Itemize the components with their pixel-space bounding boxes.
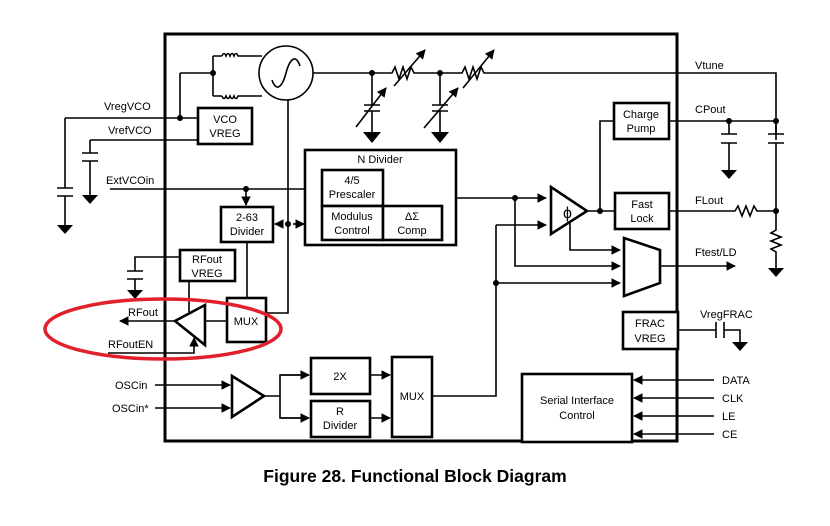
pin-data: DATA xyxy=(722,375,750,387)
pin-le: LE xyxy=(722,411,735,423)
rfout-vreg-block xyxy=(178,248,237,283)
frac-vreg-block xyxy=(621,310,680,351)
pin-vrefvco: VrefVCO xyxy=(108,125,152,137)
phase-detector-icon xyxy=(549,184,590,237)
pin-oscin-n[interactable]: OSCin* xyxy=(112,403,149,415)
charge-pump-label-2: Pump xyxy=(627,123,656,135)
fast-lock-label-1: Fast xyxy=(631,199,652,211)
frac-vreg-label-2: VREG xyxy=(634,333,665,345)
serial-label-2: Control xyxy=(559,410,594,422)
charge-pump-block xyxy=(612,101,671,141)
osc-buffer-icon xyxy=(230,373,267,420)
r-divider-label-2: Divider xyxy=(323,420,358,432)
doubler-block xyxy=(309,356,372,396)
internal-loop-filter xyxy=(355,49,777,143)
r-divider-block xyxy=(309,399,372,439)
vco-oscillator-icon xyxy=(258,45,314,101)
divider-2-63-block xyxy=(219,205,275,244)
pin-rfout[interactable]: RFout xyxy=(128,307,158,319)
pin-clk: CLK xyxy=(722,393,744,405)
figure-caption: Figure 28. Functional Block Diagram xyxy=(263,466,567,486)
r-divider-label-1: R xyxy=(336,406,344,418)
pin-extvcoin: ExtVCOin xyxy=(106,175,154,187)
vco-vreg-label-2: VREG xyxy=(209,128,240,140)
pin-ce: CE xyxy=(722,429,737,441)
frac-vreg-label-1: FRAC xyxy=(635,318,665,330)
pin-ftest-ld: Ftest/LD xyxy=(695,247,737,259)
pin-flout: FLout xyxy=(695,195,723,207)
highlight-ellipse xyxy=(43,297,283,361)
chip-outline xyxy=(163,32,679,443)
modulus-label-1: Modulus xyxy=(331,211,373,223)
ref-mux-block xyxy=(390,355,434,439)
rf-mux-label: MUX xyxy=(234,316,259,328)
divider-2-63-label-1: 2-63 xyxy=(236,212,258,224)
serial-interface-block xyxy=(520,372,634,444)
pin-vregvco: VregVCO xyxy=(104,101,151,113)
serial-label-1: Serial Interface xyxy=(540,395,614,407)
prescaler-label-1: 4/5 xyxy=(344,175,359,187)
delta-sigma-label-1: ΔΣ xyxy=(405,211,419,223)
delta-sigma-block xyxy=(381,204,444,242)
fast-lock-label-2: Lock xyxy=(630,213,654,225)
rfout-vreg-label-1: RFout xyxy=(192,254,222,266)
pin-rfouten[interactable]: RFoutEN xyxy=(108,339,153,351)
fast-lock-block xyxy=(613,191,671,231)
prescaler-block xyxy=(320,168,385,208)
pin-cpout: CPout xyxy=(695,104,726,116)
charge-pump-label-1: Charge xyxy=(623,109,659,121)
n-divider-label: N Divider xyxy=(357,154,403,166)
ref-mux-label: MUX xyxy=(400,391,425,403)
rfout-vreg-label-2: VREG xyxy=(191,268,222,280)
vco-vreg-block xyxy=(196,106,254,146)
phase-detector-label: ϕ xyxy=(563,205,572,222)
divider-2-63-label-2: Divider xyxy=(230,226,265,238)
vco-tank xyxy=(179,52,262,118)
prescaler-label-2: Prescaler xyxy=(329,189,376,201)
doubler-label: 2X xyxy=(333,371,347,383)
pin-vtune: Vtune xyxy=(695,60,724,72)
rfout-buffer-icon xyxy=(172,302,207,348)
pin-vregfrac: VregFRAC xyxy=(700,309,753,321)
modulus-label-2: Control xyxy=(334,225,369,237)
ftest-mux-icon xyxy=(622,236,662,298)
delta-sigma-label-2: Comp xyxy=(397,225,426,237)
vco-vreg-label-1: VCO xyxy=(213,114,237,126)
pin-oscin[interactable]: OSCin xyxy=(115,380,147,392)
